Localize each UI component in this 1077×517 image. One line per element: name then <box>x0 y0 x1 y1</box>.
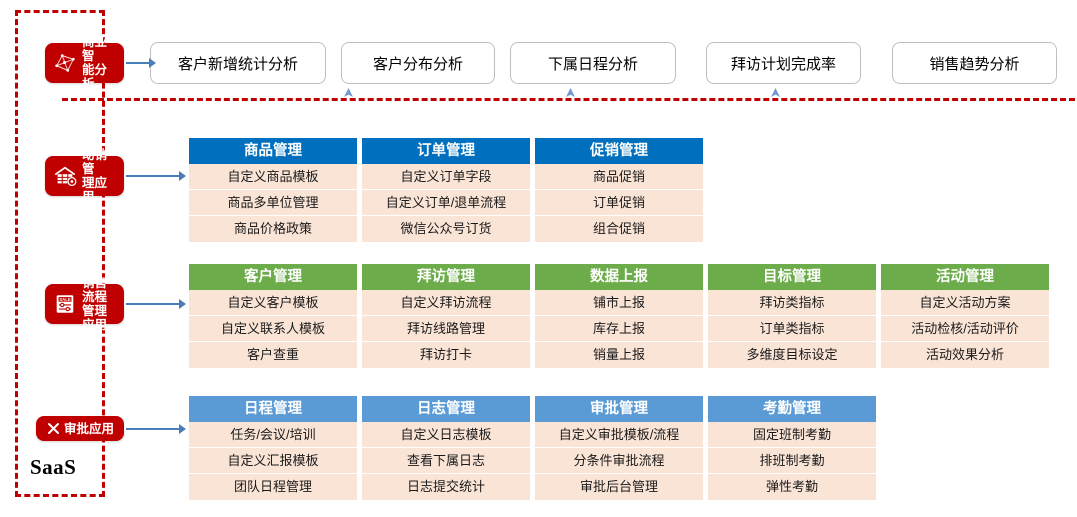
module-column-考勤管理: 考勤管理 固定班制考勤 排班制考勤 弹性考勤 <box>708 396 876 500</box>
saas-platform-label: SaaS <box>30 455 77 479</box>
bi-pill-label: 客户分布分析 <box>372 55 463 73</box>
badge-label: 动销管 理应用 <box>82 148 108 204</box>
module-item[interactable]: 拜访线路管理 <box>362 316 530 342</box>
module-item[interactable]: 固定班制考勤 <box>708 422 876 448</box>
module-column-title: 目标管理 <box>708 264 876 290</box>
badge-approval[interactable]: 审批应用 <box>36 416 124 441</box>
module-item[interactable]: 库存上报 <box>535 316 703 342</box>
module-item[interactable]: 拜访类指标 <box>708 290 876 316</box>
connector-arrow-bi <box>126 58 156 68</box>
module-column-title: 促销管理 <box>535 138 703 164</box>
module-item[interactable]: 组合促销 <box>535 216 703 242</box>
badge-label: 审批应用 <box>64 421 115 436</box>
module-item[interactable]: 自定义商品模板 <box>189 164 357 190</box>
module-item[interactable]: 排班制考勤 <box>708 448 876 474</box>
module-column-title: 客户管理 <box>189 264 357 290</box>
connector-arrow-approval <box>126 424 186 434</box>
badge-label: 商业智 能分析 <box>82 35 108 91</box>
module-column-拜访管理: 拜访管理 自定义拜访流程 拜访线路管理 拜访打卡 <box>362 264 530 368</box>
module-item[interactable]: 订单类指标 <box>708 316 876 342</box>
module-item[interactable]: 商品价格政策 <box>189 216 357 242</box>
svg-text:SALE: SALE <box>59 297 70 302</box>
bi-pill-label: 客户新增统计分析 <box>177 55 298 73</box>
sale-board-icon: SALE <box>52 291 78 317</box>
badge-sales-process[interactable]: SALE 销售流程 管理应用 <box>45 276 124 332</box>
badge-business-intelligence[interactable]: 商业智 能分析 <box>45 35 124 91</box>
badge-dynamic-sales[interactable]: 动销管 理应用 <box>45 148 124 204</box>
module-item[interactable]: 多维度目标设定 <box>708 342 876 368</box>
saas-boundary <box>15 10 105 497</box>
bi-pill-3[interactable]: 拜访计划完成率 <box>706 42 861 84</box>
module-column-订单管理: 订单管理 自定义订单字段 自定义订单/退单流程 微信公众号订货 <box>362 138 530 242</box>
module-item[interactable]: 弹性考勤 <box>708 474 876 500</box>
module-item[interactable]: 自定义订单/退单流程 <box>362 190 530 216</box>
module-column-title: 考勤管理 <box>708 396 876 422</box>
connector-arrow-sales-process <box>126 299 186 309</box>
module-column-title: 订单管理 <box>362 138 530 164</box>
module-item[interactable]: 自定义日志模板 <box>362 422 530 448</box>
module-item[interactable]: 自定义活动方案 <box>881 290 1049 316</box>
module-item[interactable]: 铺市上报 <box>535 290 703 316</box>
module-item[interactable]: 自定义拜访流程 <box>362 290 530 316</box>
module-item[interactable]: 商品多单位管理 <box>189 190 357 216</box>
up-arrow-icon-1 <box>344 88 353 97</box>
bi-pill-label: 拜访计划完成率 <box>730 55 836 73</box>
module-item[interactable]: 商品促销 <box>535 164 703 190</box>
module-column-日程管理: 日程管理 任务/会议/培训 自定义汇报模板 团队日程管理 <box>189 396 357 500</box>
module-item[interactable]: 自定义联系人模板 <box>189 316 357 342</box>
module-item[interactable]: 活动检核/活动评价 <box>881 316 1049 342</box>
module-item[interactable]: 拜访打卡 <box>362 342 530 368</box>
module-item[interactable]: 团队日程管理 <box>189 474 357 500</box>
module-item[interactable]: 活动效果分析 <box>881 342 1049 368</box>
up-arrow-icon-3 <box>771 88 780 97</box>
up-arrow-icon-2 <box>566 88 575 97</box>
module-column-商品管理: 商品管理 自定义商品模板 商品多单位管理 商品价格政策 <box>189 138 357 242</box>
module-item[interactable]: 自定义订单字段 <box>362 164 530 190</box>
module-item[interactable]: 审批后台管理 <box>535 474 703 500</box>
module-column-审批管理: 审批管理 自定义审批模板/流程 分条件审批流程 审批后台管理 <box>535 396 703 500</box>
bi-pill-4[interactable]: 销售趋势分析 <box>892 42 1057 84</box>
module-item[interactable]: 任务/会议/培训 <box>189 422 357 448</box>
module-item[interactable]: 微信公众号订货 <box>362 216 530 242</box>
store-house-icon <box>52 163 78 189</box>
module-column-title: 拜访管理 <box>362 264 530 290</box>
module-item[interactable]: 分条件审批流程 <box>535 448 703 474</box>
bi-pill-0[interactable]: 客户新增统计分析 <box>150 42 326 84</box>
module-column-title: 日志管理 <box>362 396 530 422</box>
module-column-促销管理: 促销管理 商品促销 订单促销 组合促销 <box>535 138 703 242</box>
module-item[interactable]: 客户查重 <box>189 342 357 368</box>
module-column-日志管理: 日志管理 自定义日志模板 查看下属日志 日志提交统计 <box>362 396 530 500</box>
bi-pill-2[interactable]: 下属日程分析 <box>510 42 676 84</box>
module-column-title: 日程管理 <box>189 396 357 422</box>
module-column-活动管理: 活动管理 自定义活动方案 活动检核/活动评价 活动效果分析 <box>881 264 1049 368</box>
bi-section-divider <box>62 98 1075 101</box>
module-column-目标管理: 目标管理 拜访类指标 订单类指标 多维度目标设定 <box>708 264 876 368</box>
network-graph-icon <box>52 50 78 76</box>
badge-label: 销售流程 管理应用 <box>82 276 108 332</box>
module-item[interactable]: 自定义汇报模板 <box>189 448 357 474</box>
check-cross-icon <box>44 416 62 442</box>
module-item[interactable]: 销量上报 <box>535 342 703 368</box>
module-item[interactable]: 订单促销 <box>535 190 703 216</box>
bi-pill-label: 销售趋势分析 <box>929 55 1020 73</box>
connector-arrow-dynamic-sales <box>126 171 186 181</box>
bi-pill-label: 下属日程分析 <box>547 55 638 73</box>
module-column-title: 数据上报 <box>535 264 703 290</box>
module-item[interactable]: 自定义审批模板/流程 <box>535 422 703 448</box>
module-item[interactable]: 自定义客户模板 <box>189 290 357 316</box>
module-column-title: 活动管理 <box>881 264 1049 290</box>
bi-pill-1[interactable]: 客户分布分析 <box>341 42 495 84</box>
module-column-title: 审批管理 <box>535 396 703 422</box>
module-column-客户管理: 客户管理 自定义客户模板 自定义联系人模板 客户查重 <box>189 264 357 368</box>
module-column-title: 商品管理 <box>189 138 357 164</box>
module-item[interactable]: 查看下属日志 <box>362 448 530 474</box>
module-item[interactable]: 日志提交统计 <box>362 474 530 500</box>
module-column-数据上报: 数据上报 铺市上报 库存上报 销量上报 <box>535 264 703 368</box>
